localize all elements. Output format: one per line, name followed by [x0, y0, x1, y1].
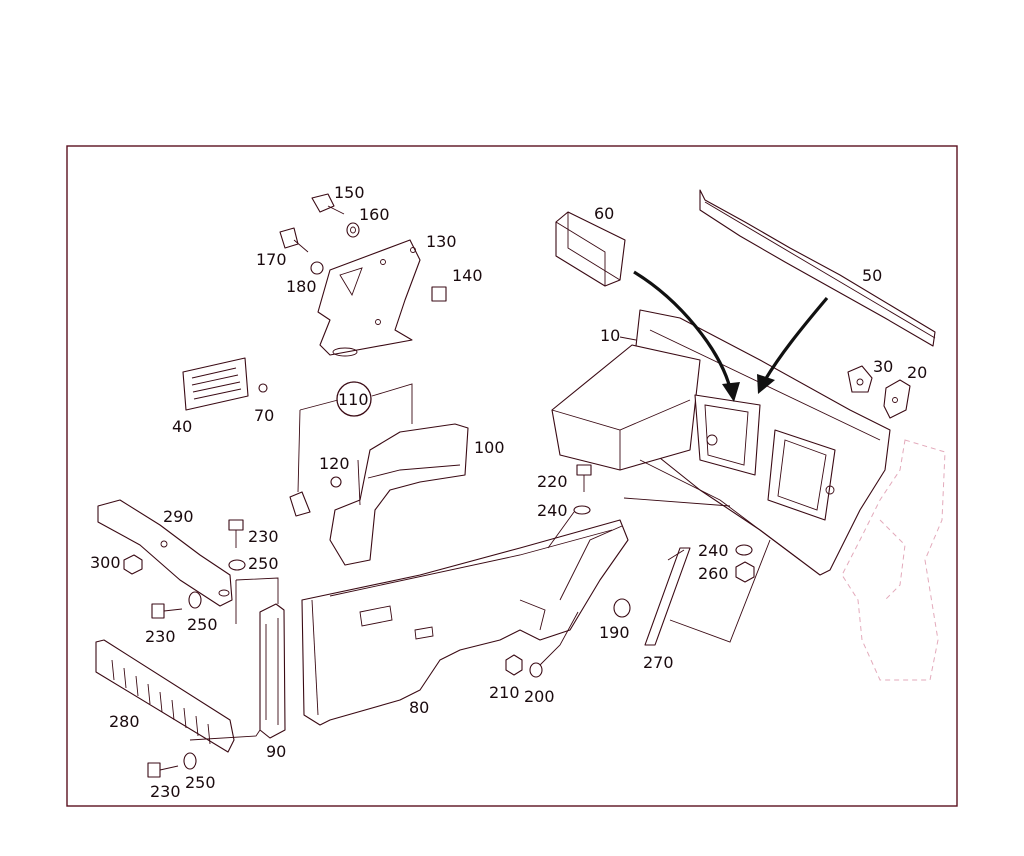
- label-300: 300: [90, 553, 121, 572]
- label-280: 280: [109, 712, 140, 731]
- part-50-rail: [699, 189, 936, 347]
- label-250-bottom: 250: [185, 773, 216, 792]
- label-200: 200: [524, 687, 555, 706]
- part-labels: 10 20 30 40 50 60 70 80 90 100 110 120 1…: [90, 183, 927, 801]
- label-20: 20: [907, 363, 927, 382]
- label-270: 270: [643, 653, 674, 672]
- label-180: 180: [286, 277, 317, 296]
- indicator-arrows: [633, 270, 829, 402]
- part-180-washer: [310, 261, 324, 275]
- label-100: 100: [474, 438, 505, 457]
- label-190: 190: [599, 623, 630, 642]
- label-230-bottom: 230: [150, 782, 181, 801]
- label-90: 90: [266, 742, 286, 761]
- label-240-right: 240: [698, 541, 729, 560]
- callout-110-ring: [336, 381, 372, 417]
- fastener-group: [123, 464, 755, 778]
- label-210: 210: [489, 683, 520, 702]
- part-120-grommet: [330, 476, 342, 488]
- diagram-frame: [66, 145, 958, 807]
- label-260: 260: [698, 564, 729, 583]
- label-40: 40: [172, 417, 192, 436]
- part-280-panel: [95, 639, 235, 753]
- label-230-mid: 230: [145, 627, 176, 646]
- part-70-plug: [258, 383, 268, 393]
- label-60: 60: [594, 204, 614, 223]
- label-290: 290: [163, 507, 194, 526]
- label-80: 80: [409, 698, 429, 717]
- part-100-duct: [289, 423, 469, 566]
- part-170-bolt: [279, 227, 309, 253]
- label-160: 160: [359, 205, 390, 224]
- part-290-bracket: [97, 499, 233, 607]
- label-10: 10: [600, 326, 620, 345]
- part-140-clip: [431, 286, 447, 302]
- part-150-bolt: [311, 193, 345, 215]
- body-outline-faint: [841, 439, 946, 681]
- part-130-bracket: [317, 239, 421, 357]
- part-10-firewall: [551, 309, 891, 576]
- label-250-upper: 250: [248, 554, 279, 573]
- label-130: 130: [426, 232, 457, 251]
- part-160-washer: [346, 222, 360, 238]
- part-40-label: [182, 357, 249, 411]
- label-50: 50: [862, 266, 882, 285]
- part-90-rail: [259, 603, 286, 739]
- label-30: 30: [873, 357, 893, 376]
- label-140: 140: [452, 266, 483, 285]
- label-170: 170: [256, 250, 287, 269]
- label-70: 70: [254, 406, 274, 425]
- label-110: 110: [338, 390, 369, 409]
- part-30-bracket: [847, 365, 873, 393]
- label-120: 120: [319, 454, 350, 473]
- part-270-strip: [644, 547, 691, 646]
- part-80-panel: [301, 519, 629, 726]
- part-20-bracket: [883, 379, 911, 419]
- leader-lines: [189, 336, 771, 741]
- label-250-mid: 250: [187, 615, 218, 634]
- label-150: 150: [334, 183, 365, 202]
- label-240-left: 240: [537, 501, 568, 520]
- part-60-module: [555, 211, 626, 287]
- label-220: 220: [537, 472, 568, 491]
- label-230-upper: 230: [248, 527, 279, 546]
